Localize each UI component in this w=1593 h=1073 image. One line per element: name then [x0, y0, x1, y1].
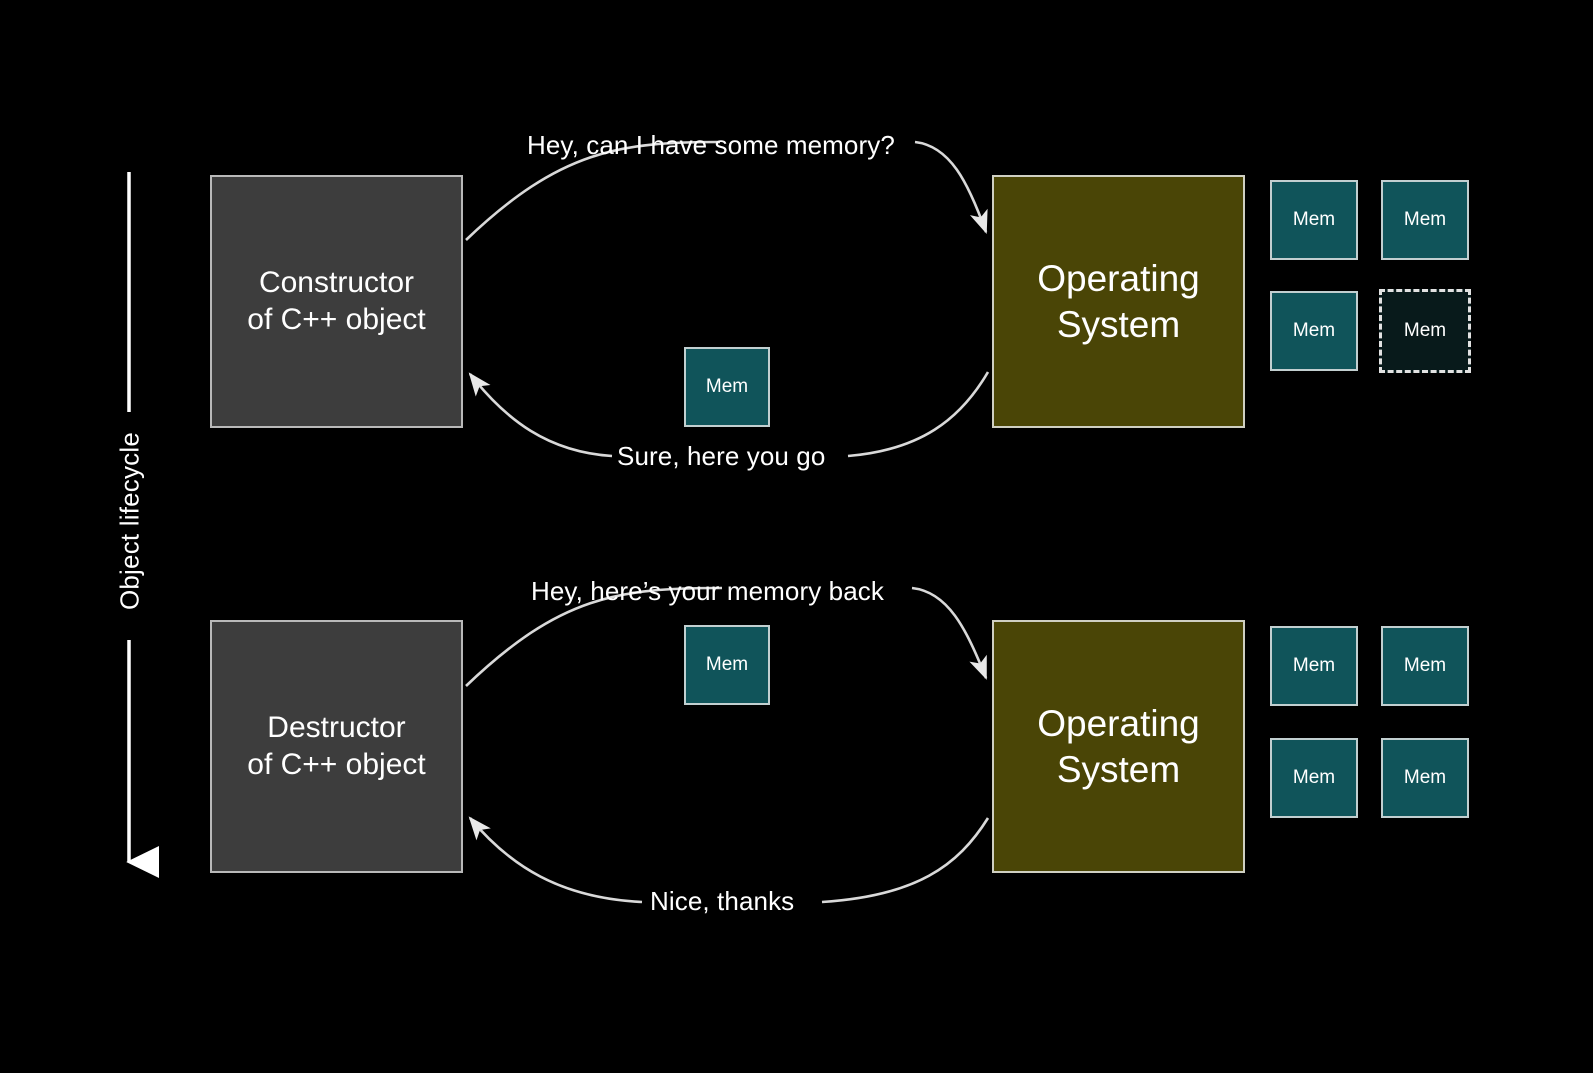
- os-box-bottom-line1: Operating: [1037, 703, 1200, 745]
- memory-block-label: Mem: [705, 654, 749, 675]
- os-box-bottom-line2: System: [1056, 748, 1181, 790]
- memory-pool-top-block-2[interactable]: Mem: [1381, 180, 1469, 260]
- arrow-response-top-tail: [468, 372, 613, 458]
- object-lifecycle-label: Object lifecycle: [114, 431, 145, 611]
- memory-block-label: Mem: [1292, 320, 1336, 341]
- object-lifecycle-axis: Object lifecycle: [104, 168, 156, 874]
- memory-pool-bottom-block-1[interactable]: Mem: [1270, 626, 1358, 706]
- operating-system-box-top[interactable]: Operating System: [992, 175, 1245, 428]
- arrow-request-bottom-tail: [911, 586, 988, 680]
- os-box-top-line2: System: [1056, 303, 1181, 345]
- arrow-response-bottom: [821, 817, 990, 904]
- memory-pool-top-block-1[interactable]: Mem: [1270, 180, 1358, 260]
- memory-block-label: Mem: [1403, 320, 1447, 341]
- memory-pool-top-block-4-handed-out[interactable]: Mem: [1379, 289, 1471, 373]
- caption-request-memory: Hey, can I have some memory?: [527, 130, 895, 160]
- constructor-box[interactable]: Constructor of C++ object: [210, 175, 463, 428]
- operating-system-box-bottom[interactable]: Operating System: [992, 620, 1245, 873]
- memory-block-label: Mem: [705, 376, 749, 397]
- destructor-box-line1: Destructor: [267, 710, 406, 744]
- constructor-box-line2: of C++ object: [247, 302, 426, 336]
- caption-nice-thanks: Nice, thanks: [650, 886, 795, 916]
- arrow-response-top: [847, 371, 990, 458]
- memory-pool-top-block-3[interactable]: Mem: [1270, 291, 1358, 371]
- arrow-request-top-tail: [914, 140, 988, 234]
- memory-block-label: Mem: [1292, 655, 1336, 676]
- caption-memory-back: Hey, here’s your memory back: [531, 576, 884, 606]
- destructor-box-line2: of C++ object: [247, 747, 426, 781]
- memory-block-in-transit-top[interactable]: Mem: [684, 347, 770, 427]
- memory-block-label: Mem: [1403, 767, 1447, 788]
- memory-pool-bottom-block-2[interactable]: Mem: [1381, 626, 1469, 706]
- memory-block-label: Mem: [1403, 209, 1447, 230]
- memory-block-label: Mem: [1403, 655, 1447, 676]
- constructor-box-line1: Constructor: [258, 265, 415, 299]
- arrow-response-bottom-tail: [468, 816, 643, 904]
- memory-block-label: Mem: [1292, 767, 1336, 788]
- memory-block-label: Mem: [1292, 209, 1336, 230]
- caption-here-you-go: Sure, here you go: [617, 441, 826, 471]
- memory-pool-bottom-block-3[interactable]: Mem: [1270, 738, 1358, 818]
- os-box-top-line1: Operating: [1037, 258, 1200, 300]
- destructor-box[interactable]: Destructor of C++ object: [210, 620, 463, 873]
- memory-pool-bottom-block-4[interactable]: Mem: [1381, 738, 1469, 818]
- memory-block-in-transit-bottom[interactable]: Mem: [684, 625, 770, 705]
